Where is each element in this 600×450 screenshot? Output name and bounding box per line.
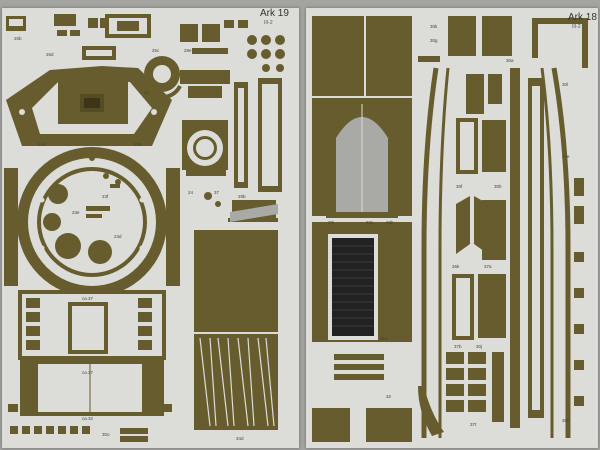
part-label: 28e <box>184 48 192 53</box>
part-label: 30f <box>456 184 463 189</box>
part-label: 24 <box>188 190 194 195</box>
part-label: 30i <box>328 220 335 225</box>
part-label: 23e <box>72 210 80 215</box>
part-label: 30e <box>562 154 570 159</box>
part-label: ca.37 <box>82 296 94 301</box>
part-label: 21b <box>134 142 142 147</box>
part-label: 23f <box>102 194 109 199</box>
part-label: ca.37 <box>82 370 94 375</box>
part-label: 31 <box>144 90 150 95</box>
part-label: 29b <box>238 194 246 199</box>
part-label: 30n <box>562 418 570 423</box>
part-label: 33b <box>386 220 394 225</box>
part-label: 26k <box>452 264 460 269</box>
part-label: ca.32 <box>82 416 94 421</box>
right-sheet-artwork <box>312 16 588 442</box>
part-label: 30g <box>430 38 438 43</box>
part-label: 37t <box>470 422 477 427</box>
sheet-code: III-2 <box>264 20 273 26</box>
part-label: 33a <box>366 220 374 225</box>
sheet-title: Ark 18 <box>568 12 597 23</box>
sheet-code: III-2 <box>572 24 581 30</box>
part-label: 30j <box>476 344 483 349</box>
sheet-left: Ark 19 III-2 26b 26d 25c 21d 21b 23f 23e… <box>2 8 299 448</box>
left-sheet-artwork <box>4 14 285 442</box>
part-label: 30h <box>494 184 502 189</box>
part-label: 30a <box>506 58 514 63</box>
part-grille-plate <box>194 334 278 430</box>
part-label: 23d <box>114 234 122 239</box>
part-label: 30k <box>430 24 438 29</box>
part-label: 26b <box>14 36 22 41</box>
part-label: 26d <box>46 52 54 57</box>
part-label: 31a <box>380 336 388 341</box>
part-label: 25c <box>152 48 160 53</box>
part-label: 37b <box>454 344 462 349</box>
part-label: 32 <box>386 394 392 399</box>
part-label: 21d <box>38 142 46 147</box>
part-label: 30o <box>102 432 110 437</box>
part-deck-plate <box>194 230 278 332</box>
part-strip <box>54 14 76 26</box>
part-side-panel <box>312 16 364 96</box>
part-label: 37a <box>484 264 492 269</box>
part-label: 30l <box>562 82 569 87</box>
sheet-right: Ark 18 III-2 30k 30g 30a 30f 30h 26k 37a… <box>306 8 598 448</box>
part-label: 37 <box>214 190 220 195</box>
sheet-title: Ark 19 <box>260 8 289 19</box>
part-label: 34d <box>236 436 244 441</box>
